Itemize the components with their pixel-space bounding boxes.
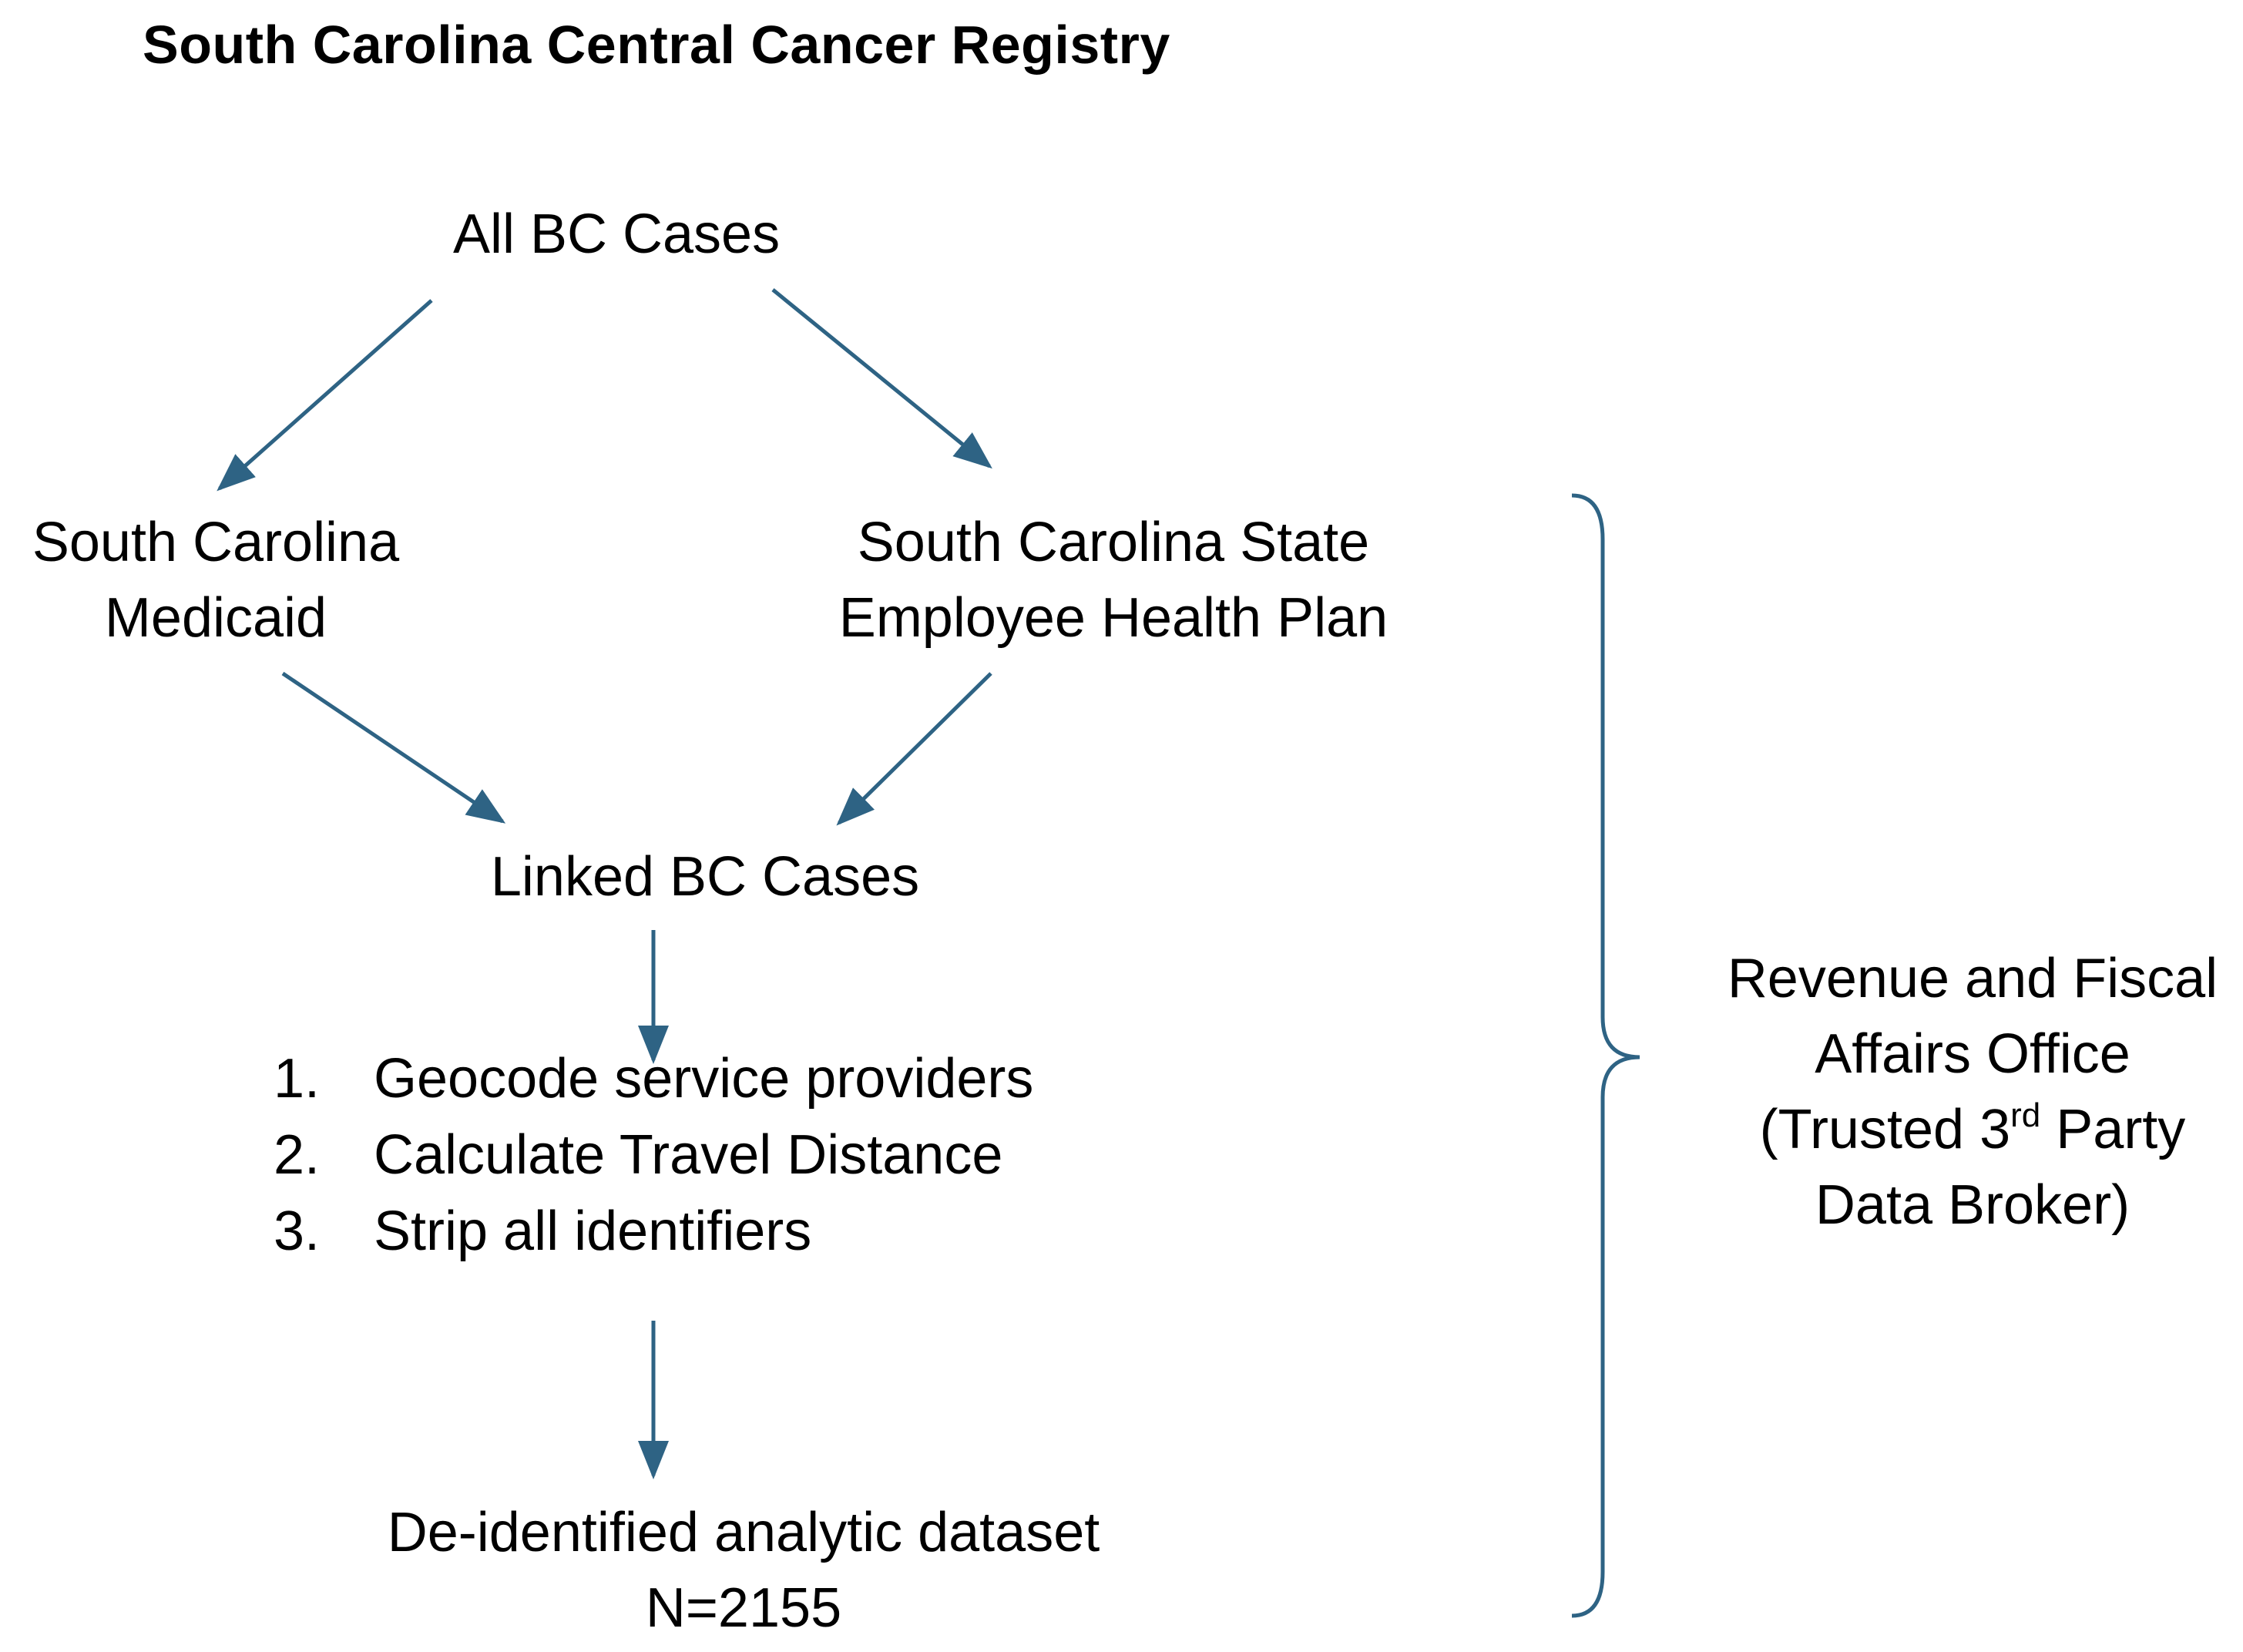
step-text: Strip all identifiers [374, 1200, 812, 1262]
step-number: 2. [274, 1124, 321, 1186]
broker-line-3-superscript: rd [2010, 1096, 2041, 1134]
list-item: 3. Strip all identifiers [274, 1194, 1033, 1270]
diagram-title: South Carolina Central Cancer Registry [143, 15, 1170, 75]
arrow-all-cases-to-state-plan [771, 288, 992, 469]
arrow-medicaid-to-linked [281, 671, 506, 824]
broker-line-3: (Trusted 3rd Party [1657, 1092, 2243, 1167]
list-item: 1. Geocode service providers [274, 1041, 1033, 1117]
node-dataset-line-2: N=2155 [645, 1577, 842, 1639]
broker-line-1: Revenue and Fiscal [1727, 948, 2218, 1009]
node-all-bc-cases: All BC Cases [362, 196, 871, 272]
broker-line-3-pre: (Trusted 3 [1759, 1099, 2011, 1160]
node-linked-bc-cases: Linked BC Cases [431, 839, 979, 915]
node-dataset-line-1: De-identified analytic dataset [387, 1502, 1100, 1563]
node-state-plan-line-1: South Carolina State [857, 512, 1370, 573]
step-number: 1. [274, 1048, 321, 1110]
arrow-all-cases-to-medicaid [217, 299, 433, 492]
node-medicaid-line-2: Medicaid [104, 587, 327, 649]
broker-label: Revenue and Fiscal Affairs Office (Trust… [1657, 941, 2243, 1243]
broker-line-4: Data Broker) [1815, 1174, 2131, 1236]
step-text: Calculate Travel Distance [374, 1124, 1003, 1186]
node-medicaid: South Carolina Medicaid [0, 505, 431, 656]
step-number: 3. [274, 1200, 321, 1262]
arrow-state-plan-to-linked [836, 672, 992, 826]
list-item: 2. Calculate Travel Distance [274, 1117, 1033, 1194]
step-text: Geocode service providers [374, 1048, 1034, 1110]
node-linked-bc-cases-label: Linked BC Cases [490, 846, 920, 908]
node-medicaid-line-1: South Carolina [32, 512, 400, 573]
node-state-plan-line-2: Employee Health Plan [838, 587, 1388, 649]
broker-line-3-post: Party [2040, 1099, 2186, 1160]
node-all-bc-cases-label: All BC Cases [452, 203, 781, 265]
node-analytic-dataset: De-identified analytic dataset N=2155 [308, 1495, 1179, 1646]
node-state-employee-plan: South Carolina State Employee Health Pla… [786, 505, 1441, 656]
curly-brace [1571, 493, 1640, 1618]
processing-steps-list: 1. Geocode service providers 2. Calculat… [274, 1041, 1033, 1270]
broker-line-2: Affairs Office [1815, 1023, 2131, 1085]
